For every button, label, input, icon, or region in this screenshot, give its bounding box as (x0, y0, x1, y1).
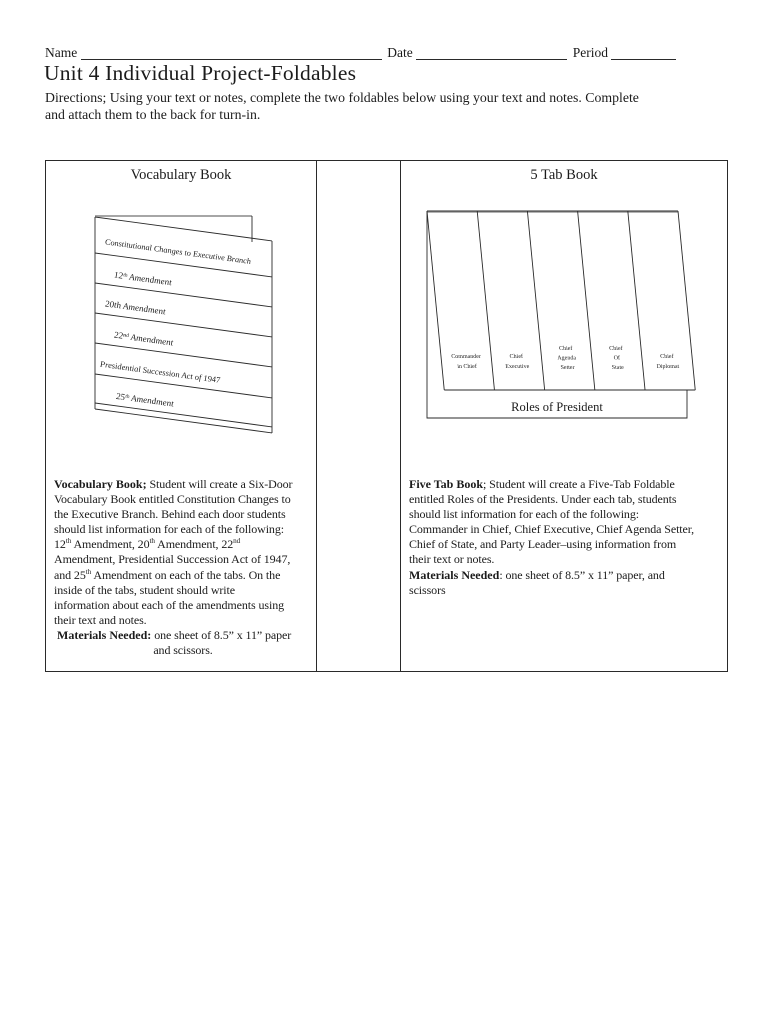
vocab-flap-label: Presidential Succession Act of 1947 (99, 359, 221, 385)
tab-label: Chief (559, 345, 573, 352)
directions-text: Directions; Using your text or notes, co… (45, 90, 639, 122)
vocabulary-book-description: Vocabulary Book; Student will create a S… (54, 477, 293, 627)
five-tab-book-description: Five Tab Book; Student will create a Fiv… (409, 477, 695, 597)
vocabulary-book-heading: Vocabulary Book (130, 167, 232, 183)
page-title: Unit 4 Individual Project-Foldables (44, 61, 357, 85)
front-tabs-group: Commander in Chief Chief Executive Chief… (426, 210, 696, 391)
tab-label: State (612, 365, 625, 371)
front-flaps-group: Constitutional Changes to Executive Bran… (94, 216, 273, 434)
name-blank-line (81, 45, 383, 60)
tab-label: Chief (660, 353, 674, 360)
vocabulary-book-cell: Vocabulary Book Constitutio (46, 161, 317, 671)
name-label: Name (45, 45, 78, 60)
vocab-flap-label: 12ᵗʰ Amendment (114, 270, 172, 288)
vocab-flap-label: 22ⁿᵈ Amendment (114, 330, 174, 348)
roles-of-president-label: Roles of President (511, 400, 603, 414)
name-date-period-row: Name Date Period (45, 44, 676, 61)
period-blank-line (610, 45, 676, 60)
vocabulary-book-drawing: Constitutional Changes to Executive Bran… (94, 215, 273, 434)
tab-label: Chief (609, 345, 623, 352)
vocab-flap-label: 20th Amendment (105, 298, 166, 316)
five-tab-book-drawing: Roles of President Commander in Chief Ch… (426, 210, 696, 419)
vocab-cover-title-label: Constitutional Changes to Executive Bran… (105, 237, 251, 266)
tab-label: Commander (451, 354, 481, 360)
vocab-flap-label: 25ᵗʰ Amendment (116, 391, 174, 409)
tab-label: Executive (505, 364, 530, 370)
five-tab-book-cell: 5 Tab Book Roles of President Commande (401, 161, 727, 671)
spacer-column (317, 161, 401, 671)
back-sheet-outline (426, 211, 688, 419)
date-blank-line (415, 45, 567, 60)
foldables-table: Vocabulary Book Constitutio (45, 160, 728, 672)
tab-label: Chief (509, 353, 523, 360)
period-label: Period (572, 45, 608, 60)
tab-label: Setter (560, 365, 575, 371)
date-label: Date (387, 45, 413, 60)
vocabulary-materials-continued: and scissors. (153, 643, 213, 657)
tab-label: Of (613, 355, 620, 362)
tab-label: in Chief (457, 363, 477, 370)
vocabulary-materials-line: Materials Needed: one sheet of 8.5” x 11… (57, 628, 292, 642)
five-tab-book-heading: 5 Tab Book (530, 167, 598, 183)
tab-label: Diplomat (656, 364, 680, 370)
tab-label: Agenda (557, 356, 577, 362)
